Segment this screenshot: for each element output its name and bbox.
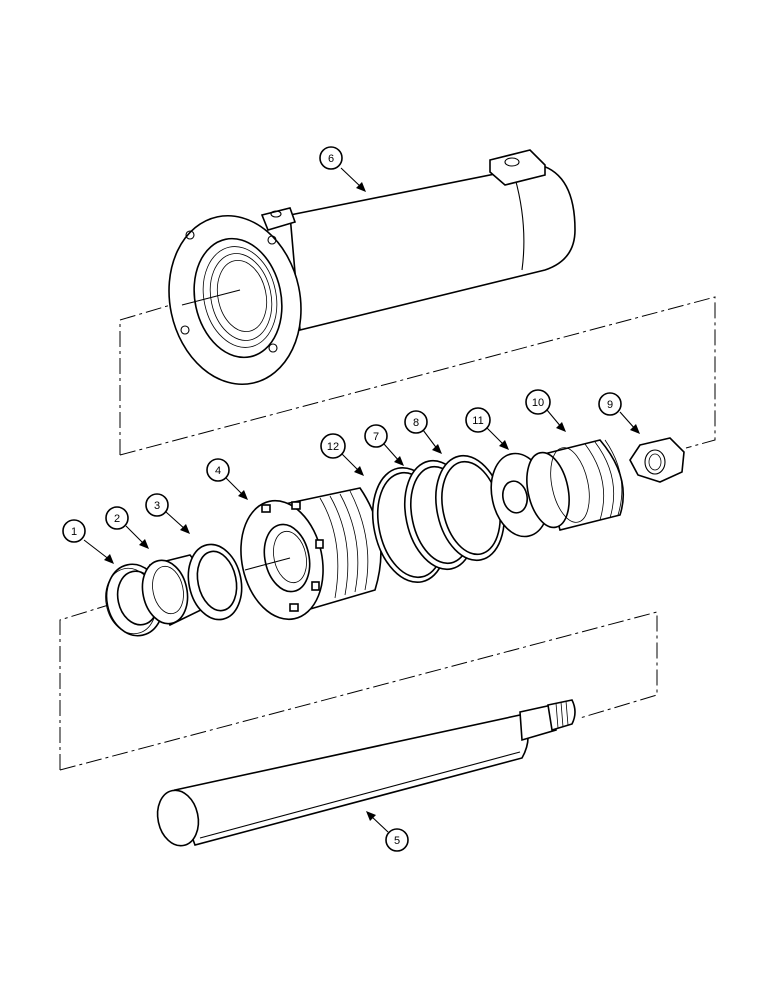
callout-circle-8: 8 bbox=[404, 410, 428, 434]
callout-label: 2 bbox=[114, 513, 120, 525]
gland bbox=[240, 487, 382, 621]
callout-label: 9 bbox=[607, 399, 613, 411]
callout-circle-9: 9 bbox=[598, 392, 622, 416]
callout-circle-10: 10 bbox=[525, 389, 551, 415]
callout-label: 4 bbox=[215, 465, 221, 477]
o-ring bbox=[187, 543, 243, 621]
nut bbox=[629, 437, 685, 483]
callout-label: 1 bbox=[71, 526, 77, 538]
callout-label: 11 bbox=[472, 415, 483, 427]
piston-ring-b bbox=[435, 454, 505, 562]
rod bbox=[156, 699, 576, 847]
cylinder-barrel bbox=[168, 149, 576, 386]
callout-label: 7 bbox=[373, 431, 379, 443]
piston bbox=[526, 439, 625, 531]
callout-circle-11: 11 bbox=[465, 407, 491, 433]
callout-circle-3: 3 bbox=[145, 493, 169, 517]
callout-label: 3 bbox=[154, 500, 160, 512]
callout-circle-1: 1 bbox=[62, 519, 86, 543]
callout-circle-4: 4 bbox=[206, 458, 230, 482]
callout-leaders bbox=[83, 167, 640, 833]
callout-label: 8 bbox=[413, 417, 419, 429]
callout-label: 5 bbox=[394, 835, 400, 847]
callout-label: 10 bbox=[532, 397, 544, 409]
callout-label: 6 bbox=[328, 153, 334, 165]
callout-circle-7: 7 bbox=[364, 424, 388, 448]
callout-circle-6: 6 bbox=[319, 146, 343, 170]
callout-circle-5: 5 bbox=[385, 828, 409, 852]
callout-circle-2: 2 bbox=[105, 506, 129, 530]
callout-circle-12: 12 bbox=[320, 433, 346, 459]
callout-label: 12 bbox=[327, 441, 339, 453]
